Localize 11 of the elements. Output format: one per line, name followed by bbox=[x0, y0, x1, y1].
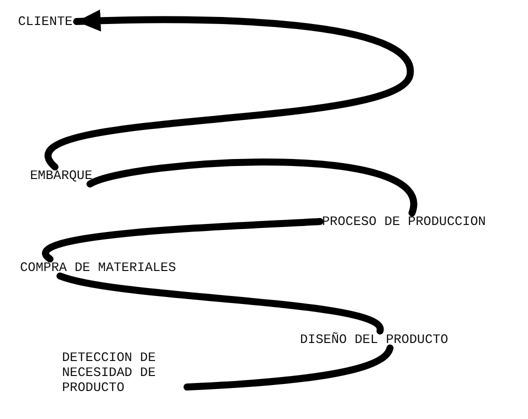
step-label: CLIENTE bbox=[18, 14, 73, 29]
step-label: COMPRA DE MATERIALES bbox=[20, 260, 176, 275]
spiral-arrow bbox=[44, 10, 414, 170]
spiral-line bbox=[184, 344, 394, 390]
step-label: PROCESO DE PRODUCCION bbox=[322, 214, 486, 229]
spiral-line bbox=[86, 158, 416, 216]
spiral-line bbox=[56, 272, 384, 334]
step-label: DISEÑO DEL PRODUCTO bbox=[300, 332, 448, 347]
step-label: EMBARQUE bbox=[30, 168, 92, 183]
step-label: DETECCION DE NECESIDAD DE PRODUCTO bbox=[62, 350, 156, 395]
spiral-line bbox=[42, 218, 324, 262]
